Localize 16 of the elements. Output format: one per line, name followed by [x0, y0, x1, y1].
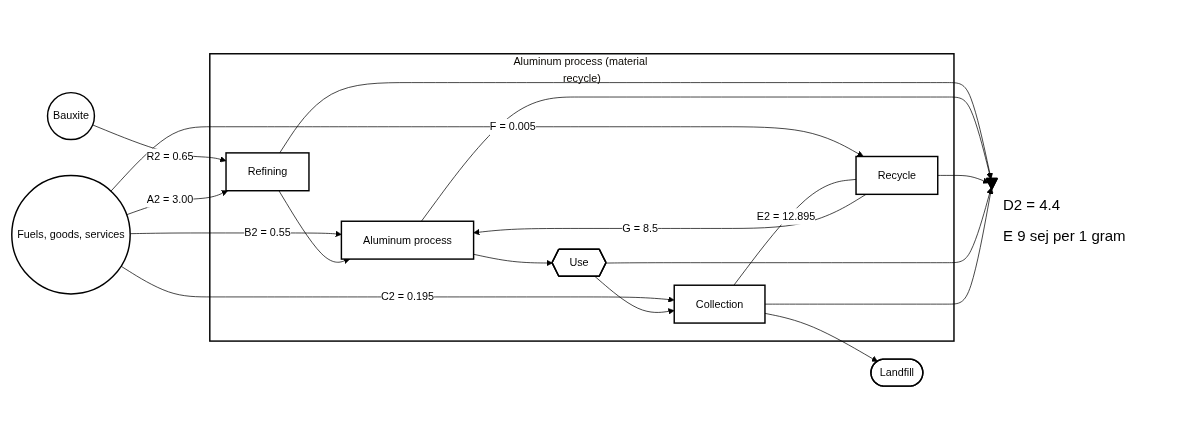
edge-label: R2 = 0.65	[146, 149, 194, 162]
edge-label: A2 = 3.00	[146, 192, 194, 205]
node-box: Refining	[225, 151, 310, 191]
edge-label: F = 0.005	[489, 119, 536, 132]
edge-label: G = 8.5	[622, 221, 658, 234]
node-circle: Bauxite	[46, 91, 96, 140]
edge-label: E2 = 12.895	[756, 209, 816, 222]
edge-label: C2 = 0.195	[380, 289, 435, 303]
node-box: Aluminum process	[340, 220, 475, 260]
node-circle: Fuels, goods, services	[11, 174, 131, 295]
flow-value-note: E 9 sej per 1 gram	[1003, 226, 1127, 244]
edge-label: B2 = 0.55	[244, 225, 291, 239]
connector	[733, 178, 857, 286]
flow-value-note: D2 = 4.4	[1003, 195, 1062, 213]
node-box: Collection	[673, 284, 766, 324]
node-box: Recycle	[855, 155, 939, 195]
